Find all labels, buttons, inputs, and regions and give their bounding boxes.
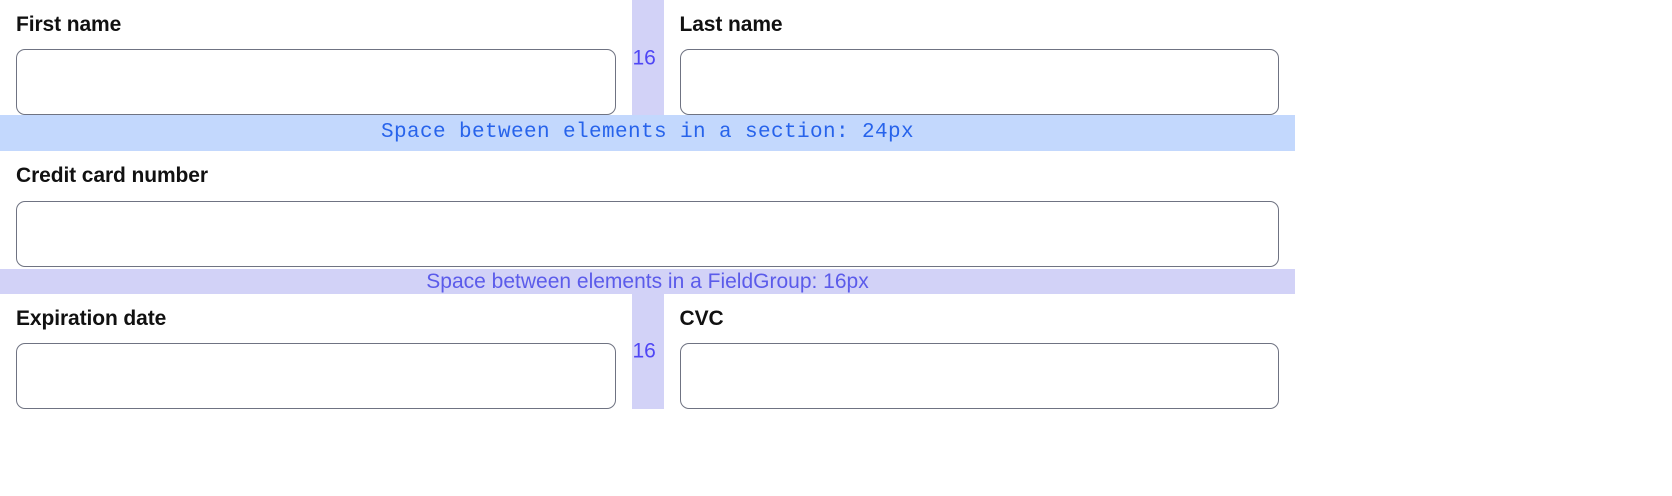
expiration-date-label: Expiration date	[16, 306, 167, 330]
credit-card-number-field: Credit card number	[0, 151, 1295, 267]
credit-card-number-input[interactable]	[16, 200, 1279, 267]
last-name-field: Last name	[664, 0, 1296, 116]
expiry-row: Expiration date 16 CVC	[0, 293, 1296, 409]
cvc-input[interactable]	[679, 342, 1279, 409]
credit-card-number-label: Credit card number	[16, 164, 208, 188]
cvc-field: CVC	[664, 294, 1296, 409]
name-row-gap-indicator: 16	[631, 0, 664, 116]
expiry-row-gap-indicator: 16	[631, 293, 664, 409]
last-name-label: Last name	[679, 13, 783, 36]
name-row-gap-value: 16	[632, 46, 656, 70]
first-name-label: First name	[16, 13, 122, 36]
section-spacing-annotation: Space between elements in a section: 24p…	[0, 115, 1295, 152]
fieldgroup-spacing-annotation: Space between elements in a FieldGroup: …	[0, 268, 1295, 294]
first-name-field: First name	[0, 0, 632, 116]
first-name-input[interactable]	[16, 49, 616, 116]
expiration-date-input[interactable]	[16, 342, 616, 409]
cvc-label: CVC	[679, 306, 724, 330]
expiration-date-field: Expiration date	[0, 294, 632, 409]
payment-form: First name 16 Last name Space between el…	[0, 0, 1295, 409]
expiry-row-gap-value: 16	[632, 339, 656, 363]
name-row: First name 16 Last name	[0, 0, 1296, 116]
last-name-input[interactable]	[679, 49, 1279, 116]
